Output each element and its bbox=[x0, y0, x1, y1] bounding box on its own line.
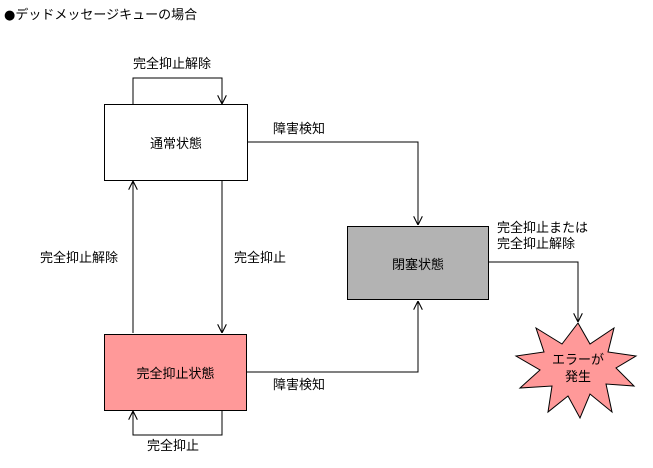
label-suppressed-to-blocked: 障害検知 bbox=[273, 378, 326, 393]
arrow-blocked-to-error bbox=[489, 261, 578, 322]
error-starburst bbox=[514, 322, 638, 420]
error-text: エラーが 発生 bbox=[538, 352, 618, 386]
error-text-line1: エラーが bbox=[551, 353, 604, 368]
label-normal-to-suppressed: 完全抑止 bbox=[234, 251, 287, 266]
state-blocked: 閉塞状態 bbox=[347, 226, 489, 300]
label-suppressed-to-normal: 完全抑止解除 bbox=[40, 251, 119, 266]
label-suppressed-self: 完全抑止 bbox=[147, 439, 200, 454]
label-blocked-to-error-2: 完全抑止解除 bbox=[497, 237, 576, 252]
arrow-suppressed-self bbox=[133, 411, 223, 436]
arrow-suppressed-to-blocked bbox=[247, 301, 418, 373]
state-blocked-label: 閉塞状態 bbox=[391, 257, 444, 273]
state-suppressed-label: 完全抑止状態 bbox=[136, 367, 215, 382]
label-normal-self: 完全抑止解除 bbox=[133, 57, 212, 72]
arrow-normal-self bbox=[132, 77, 222, 104]
state-suppressed: 完全抑止状態 bbox=[104, 334, 247, 411]
arrow-normal-to-blocked bbox=[248, 141, 418, 225]
state-normal-label: 通常状態 bbox=[149, 137, 202, 152]
state-normal: 通常状態 bbox=[104, 104, 248, 181]
label-normal-to-blocked: 障害検知 bbox=[273, 122, 326, 137]
error-text-line2: 発生 bbox=[564, 370, 591, 385]
page-title: ●デッドメッセージキューの場合 bbox=[4, 8, 198, 23]
label-blocked-to-error-1: 完全抑止または bbox=[497, 221, 589, 236]
